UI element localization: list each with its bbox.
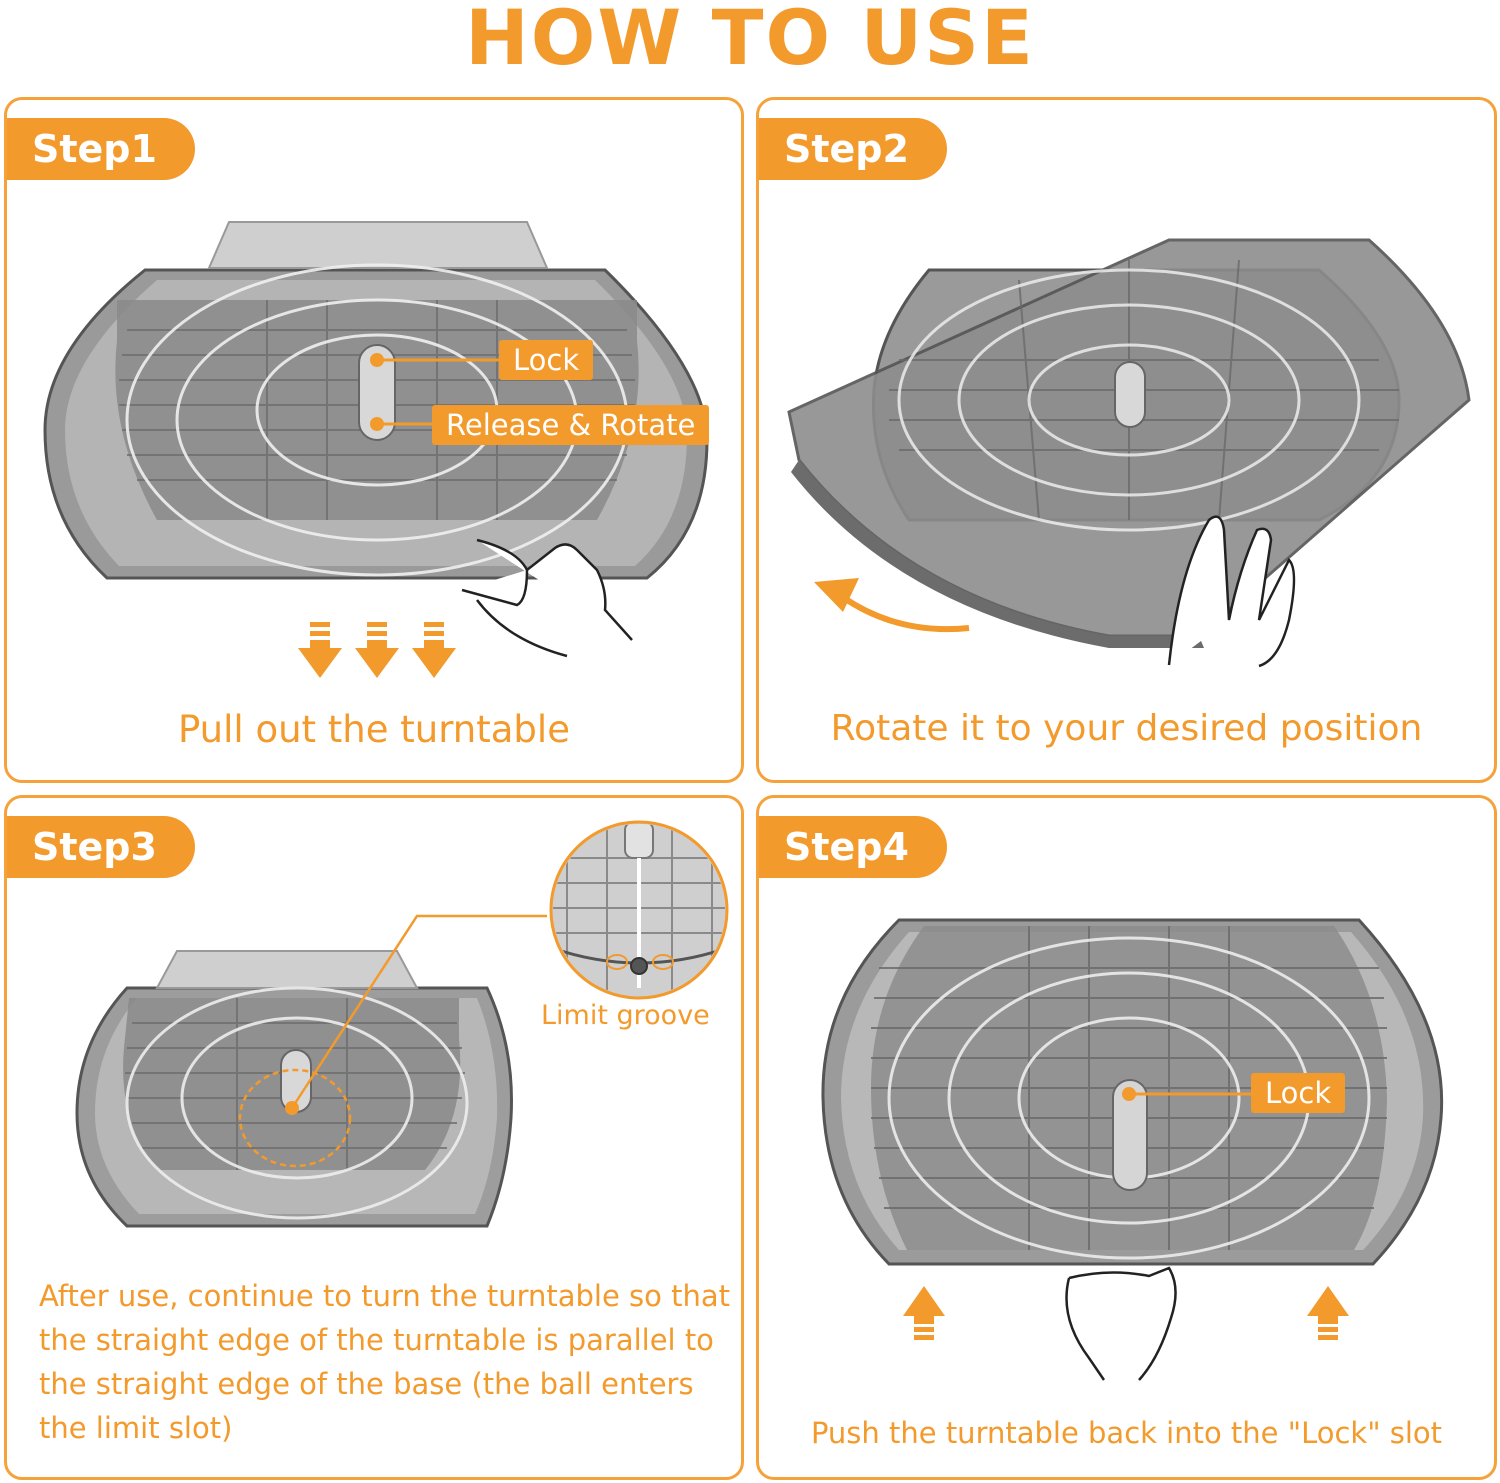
step-2-illustration <box>787 238 1471 668</box>
lock-label: Lock <box>1251 1073 1346 1113</box>
rotate-arrow-icon <box>814 578 970 633</box>
up-arrow-icon <box>903 1286 1349 1340</box>
step-1-panel: Step1 Lock Release & Rotate Pull out the… <box>4 97 744 783</box>
step-4-caption: Push the turntable back into the "Lock" … <box>810 1416 1443 1450</box>
step-1-caption: Pull out the turntable <box>178 708 570 751</box>
page-title: HOW TO USE <box>465 0 1035 82</box>
step-3-caption: After use, continue to turn the turntabl… <box>39 1279 731 1445</box>
step-4-illustration <box>821 918 1444 1381</box>
down-arrow-icon <box>298 622 456 678</box>
magnifier-icon <box>549 820 729 1000</box>
step-4-badge: Step4 <box>759 816 947 878</box>
step-3-illustration <box>75 820 729 1228</box>
step-2-panel: Step2 Rotate it to your desired position <box>756 97 1497 783</box>
limit-groove-label: Limit groove <box>541 1000 710 1031</box>
step-3-panel: Step3 Limit groove After use, continue t… <box>4 795 744 1480</box>
release-rotate-label: Release & Rotate <box>432 405 710 445</box>
step-2-caption: Rotate it to your desired position <box>830 708 1423 749</box>
lock-label: Lock <box>499 340 594 380</box>
step-3-badge: Step3 <box>7 816 195 878</box>
step-2-badge: Step2 <box>759 118 947 180</box>
step-4-panel: Step4 Lock Push the turntable back into … <box>756 795 1497 1480</box>
step-1-badge: Step1 <box>7 118 195 180</box>
